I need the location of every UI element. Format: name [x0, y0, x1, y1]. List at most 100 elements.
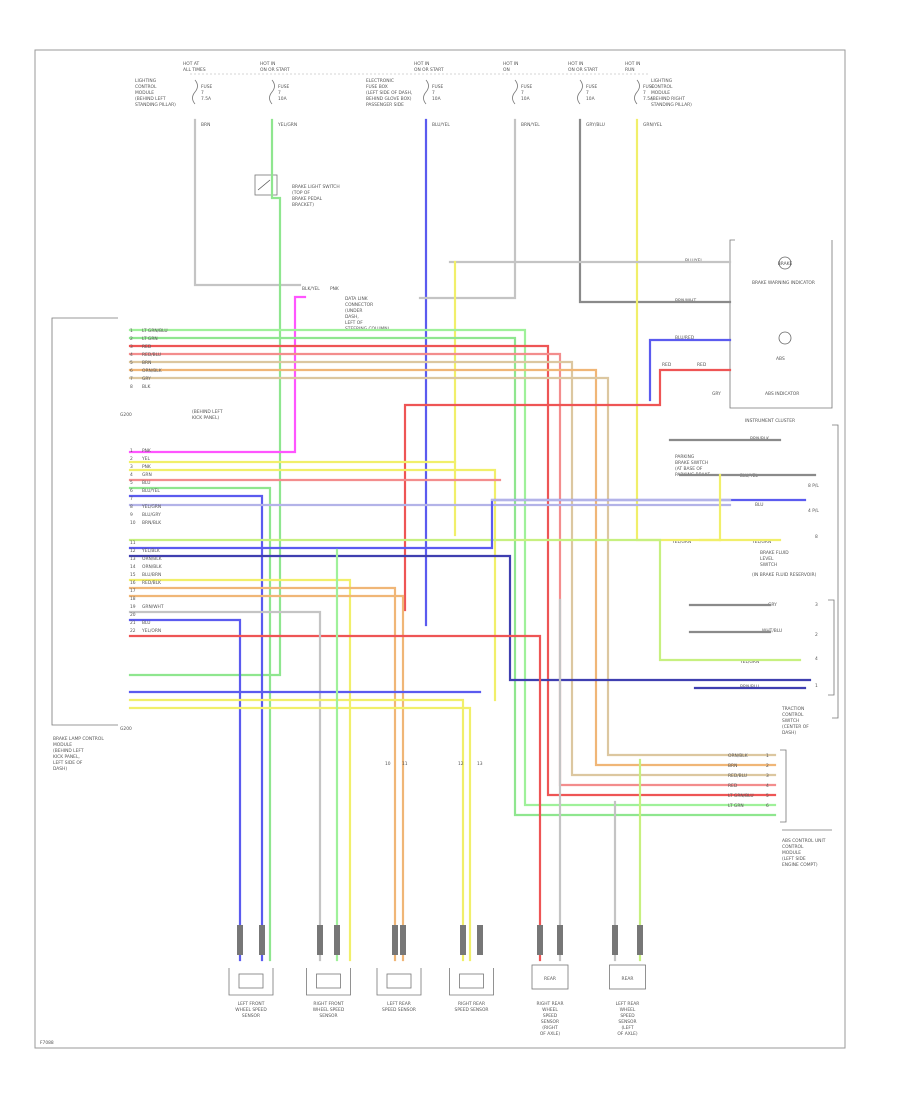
fuse-desc-line: LIGHTING	[651, 78, 673, 84]
wire-tan-13	[128, 360, 777, 777]
fuse-desc-line: MODULE	[135, 90, 154, 96]
brake-light-switch: BRAKE LIGHT SWITCH (TOP OF BRAKE PEDAL B…	[254, 174, 340, 208]
wire-orange-14	[128, 368, 777, 767]
abs-pin-b-color: YEL/BLK	[141, 548, 160, 554]
brake-fluid-level-switch: YEL/GRN YEL/GRN BRAKE FLUID LEVEL SWITCH…	[671, 534, 818, 578]
brake-warning-lamp-icon	[778, 256, 792, 270]
bf-label-2: LEVEL	[760, 556, 774, 562]
abs-control-unit: ABS CONTROL UNIT CONTROL MODULE (LEFT SI…	[780, 749, 832, 868]
fuse-desc-line: BEHIND GLOVE BOX)	[366, 96, 412, 102]
pb-pin-1: 8 P/L	[808, 483, 819, 489]
tcs-label-2: CONTROL	[782, 712, 804, 718]
bf-wire-1: YEL/GRN	[671, 539, 691, 545]
brake-switch-line-1: BRAKE LIGHT SWITCH	[292, 184, 340, 190]
dlc-desc-2: CONNECTOR	[345, 302, 373, 308]
abs-pin-a-number: 4	[130, 352, 133, 358]
wire-blue-22	[128, 494, 264, 962]
fuse-number: 7	[432, 90, 435, 96]
abs-pin-b-number: 7	[130, 496, 133, 502]
abs-pin-b-number: 1	[130, 448, 133, 454]
fuse-label: FUSE	[278, 84, 290, 90]
abs-pin-b-number: 19	[130, 604, 136, 610]
dlc-desc-1: DATA LINK	[345, 296, 368, 302]
abs-pin-b-color: ORN/BLK	[142, 564, 162, 570]
wire-red-31	[128, 634, 542, 962]
fuse-hot-label-2: ON OR START	[260, 67, 290, 73]
abs-indicator-label: ABS INDICATOR	[765, 391, 799, 397]
fuse-label: FUSE	[586, 84, 598, 90]
abs-pin-b-color: YEL	[141, 456, 150, 462]
sensor-label-line: WHEEL SPEED	[235, 1007, 267, 1013]
fuse-amp: 10A	[586, 96, 595, 102]
fuse-hot-label: HOT IN	[568, 61, 583, 67]
tcs-label-3: SWITCH	[782, 718, 799, 724]
sensor-connector-pin	[334, 925, 340, 955]
sensor-pin-number: 13	[477, 761, 483, 767]
wire-ygreen-24	[128, 538, 802, 662]
abs-pin-a-color: RED/BLU	[142, 352, 161, 358]
fuse-icon	[577, 79, 583, 105]
abs-ground-b: G200	[120, 726, 132, 732]
acu-pin-number: 1	[766, 753, 769, 759]
wire-dgray-4	[578, 118, 732, 304]
abs-pin-b-number: 8	[130, 504, 133, 510]
pb-pin-2: 4 P/L	[808, 508, 819, 514]
abs-pin-b-number: 9	[130, 512, 133, 518]
fuse-amp: 10A	[521, 96, 530, 102]
sensor-connector-pin	[259, 925, 265, 955]
fuse-label: FUSE	[432, 84, 444, 90]
dlc-desc-5: LEFT OF	[345, 320, 363, 326]
wire-yellow-19	[128, 468, 497, 702]
abs-pin-b-number: 4	[130, 472, 133, 478]
sensor-connector-pin	[400, 925, 406, 955]
acu-label-2: CONTROL	[782, 844, 804, 850]
tcs-label-5: DASH)	[782, 730, 796, 736]
bf-label-4: (IN BRAKE FLUID RESERVOIR)	[752, 572, 817, 578]
wire-red-16	[403, 368, 732, 612]
ic-diode-1: RED	[662, 362, 672, 368]
tcs-label-4: (CENTER OF	[782, 724, 809, 730]
abs-pin-b-color: YEL/GRN	[141, 504, 161, 510]
abs-module-line-1: BRAKE LAMP CONTROL	[53, 736, 104, 742]
wire-tan-15	[128, 376, 777, 757]
bf-label-1: BRAKE FLUID	[760, 550, 789, 556]
fuse-wire-color: BRN/YEL	[521, 122, 540, 128]
abs-module-line-5: LEFT SIDE OF	[53, 760, 83, 766]
abs-pin-b-color: BRN/BLK	[142, 520, 161, 526]
sensor-pin-number: 12	[458, 761, 464, 767]
diagram-code: F7088	[40, 1040, 54, 1046]
bf-label-3: SWITCH	[760, 562, 777, 568]
fuse-icon	[192, 79, 198, 105]
sensor-label-line: LEFT REAR	[616, 1001, 640, 1007]
abs-module-line-4: KICK PANEL,	[53, 754, 80, 760]
abs-pin-b-number: 21	[130, 620, 136, 626]
wire-red-11	[128, 344, 777, 797]
fuse-number: 7	[521, 90, 524, 96]
fuse-f6: HOT INRUNFUSE77.5AGRN/YELLIGHTINGCONTROL…	[625, 61, 692, 128]
rear-sensor-icon	[609, 964, 646, 990]
fuse-amp: 7.5A	[201, 96, 211, 102]
dlc-wire-2: PNK	[330, 286, 339, 292]
fuse-label: FUSE	[521, 84, 533, 90]
fuse-hot-label-2: RUN	[625, 67, 635, 73]
abs-pin-b-number: 2	[130, 456, 133, 462]
fuse-desc-line: STANDING PILLAR)	[651, 102, 692, 108]
acu-pin-number: 6	[766, 803, 769, 809]
pb-wire-3: BLU	[755, 502, 763, 508]
sensor-tag: REAR	[622, 976, 634, 982]
sensor-label-line: SPEED	[543, 1013, 558, 1019]
wheel-sensor-icon	[449, 968, 494, 996]
fuse-desc-line: CONTROL	[651, 84, 673, 90]
fuse-icon	[512, 79, 518, 105]
sensor-label-line: (LEFT	[621, 1025, 633, 1031]
fuse-amp: 7.5A	[643, 96, 653, 102]
abs-gnd-desc-1: (BEHIND LEFT	[192, 409, 223, 415]
fuse-icon	[634, 79, 640, 105]
